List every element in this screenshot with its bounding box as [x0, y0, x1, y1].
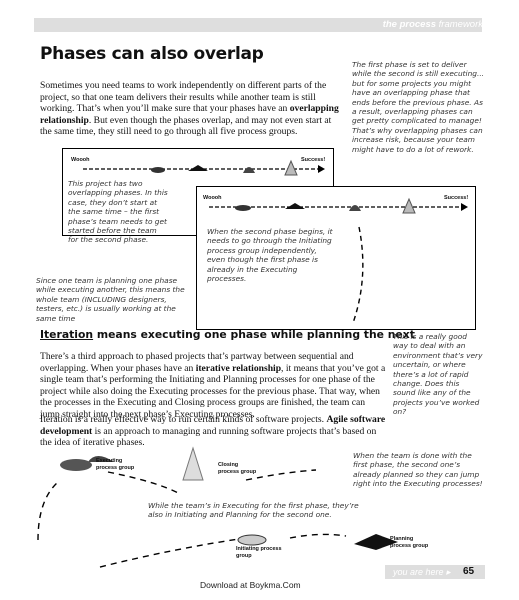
iter-p1-after: , it means that you’ve got a single team… — [40, 362, 386, 420]
planning-label: Planning process group — [390, 536, 429, 549]
phase-two-diagram — [209, 197, 468, 324]
annotation-left-side: Since one team is planning one phase whi… — [36, 276, 185, 323]
helmet-icon-2 — [349, 205, 361, 211]
annotation-bottom-center: While the team’s in Executing for the fi… — [148, 501, 359, 520]
you-are-here-text: you are here — [393, 567, 444, 577]
mortarboard-icon-2 — [285, 203, 305, 209]
iter-p1-bold: iterative relationship — [195, 362, 282, 374]
iter-p2-after: is an approach to managing and running s… — [40, 425, 377, 449]
download-note: Download at Boykma.Com — [200, 580, 301, 590]
running-header: the process framework — [383, 19, 483, 30]
captain-hat-icon — [235, 205, 251, 211]
page-number: 65 — [463, 566, 475, 577]
mortarboard-icon-large — [354, 534, 398, 550]
success-label: Success! — [301, 157, 326, 163]
page-title: Phases can also overlap — [40, 44, 264, 64]
footer-bar — [385, 565, 485, 579]
executing-label: Executing process group — [96, 458, 135, 471]
intro-bold: overlapping relationship — [40, 103, 339, 126]
you-are-here: you are here ▸ — [393, 567, 451, 577]
helmet-icon-large — [88, 456, 114, 462]
annotation-diagram-center: When the second phase begins, it needs t… — [207, 227, 333, 284]
intro-after: . But even though the phases overlap, an… — [40, 114, 332, 138]
success-label-2: Success! — [444, 195, 469, 201]
closing-label: Closing process group — [218, 462, 257, 475]
header-rest: framework — [438, 19, 483, 30]
helmet-icon — [243, 167, 255, 173]
iteration-paragraph-1: There’s a third approach to phased proje… — [40, 351, 386, 421]
annotation-top-right: The first phase is set to deliver while … — [352, 60, 485, 154]
intro-text: Sometimes you need teams to work indepen… — [40, 80, 327, 115]
iteration-diagram — [37, 446, 398, 569]
phase-two-box: Woooh Success! When the second phase beg… — [196, 186, 476, 330]
iteration-paragraph-2: Iteration is a really effective way to r… — [40, 414, 386, 449]
party-hat-icon-2 — [402, 197, 416, 214]
section-heading-rest: means executing one phase while planning… — [93, 328, 415, 341]
captain-hat-icon-large — [237, 534, 267, 546]
section-heading: Iteration means executing one phase whil… — [40, 328, 415, 341]
hat-icon — [151, 167, 165, 173]
annotation-bottom-right: When the team is done with the first pha… — [353, 451, 483, 489]
iter-p1: There’s a third approach to phased proje… — [40, 351, 354, 374]
section-heading-underlined: Iteration — [40, 328, 94, 341]
annotation-diagram-left: This project has two overlapping phases.… — [68, 179, 168, 245]
party-hat-icon — [284, 159, 298, 176]
party-hat-icon-large — [182, 446, 204, 481]
start-label: Woooh — [71, 157, 90, 163]
header-bar — [34, 18, 482, 32]
iter-p2-bold: Agile software development — [40, 414, 386, 437]
iter-p2: Iteration is a really effective way to r… — [40, 414, 327, 425]
initiating-label: Initiating process group — [236, 546, 282, 559]
mortarboard-icon — [188, 165, 208, 171]
start-label-2: Woooh — [203, 195, 222, 201]
header-bold: the process — [382, 19, 437, 30]
annotation-right-side: This is a really good way to deal with a… — [393, 332, 483, 417]
phase-one-diagram — [83, 159, 325, 176]
intro-paragraph: Sometimes you need teams to work indepen… — [40, 80, 345, 138]
